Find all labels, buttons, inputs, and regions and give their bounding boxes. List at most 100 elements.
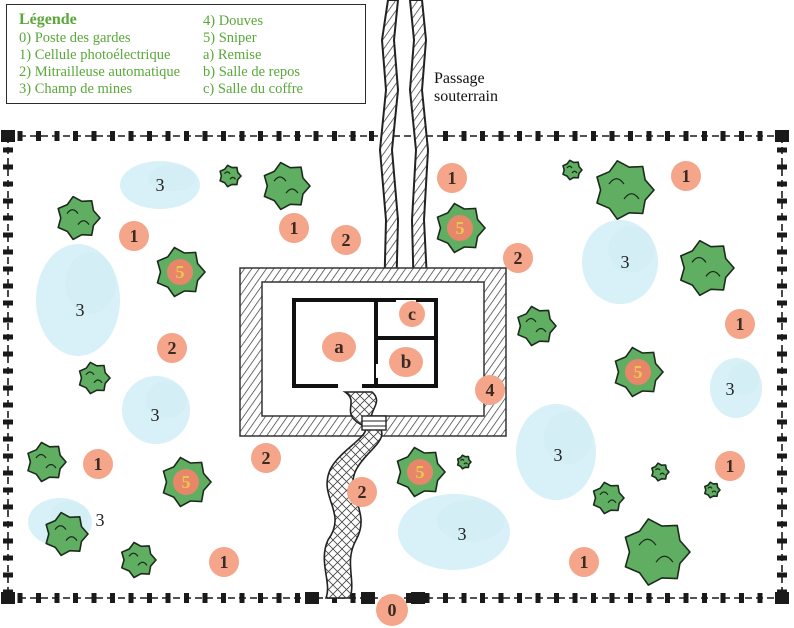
fence-post <box>406 593 411 603</box>
room-label-repos: b <box>401 352 412 373</box>
fence-post <box>73 593 78 603</box>
fence-post <box>91 131 97 141</box>
trees-layer <box>27 159 735 586</box>
moat-marker: 4 <box>475 375 505 405</box>
fence-post <box>443 131 448 141</box>
fence-corner <box>361 592 375 604</box>
legend-item-3: 3) Champ de mines <box>19 81 133 97</box>
svg-text:5: 5 <box>416 462 425 482</box>
fence-post <box>443 593 448 603</box>
tree <box>562 159 583 181</box>
fence-post <box>777 215 787 221</box>
legend-item-5: 5) Sniper <box>203 30 257 46</box>
fence-post <box>424 593 430 603</box>
fence-post <box>498 593 504 603</box>
fence-post <box>3 504 13 510</box>
fence-corner <box>1 130 15 142</box>
fence-post <box>665 131 670 141</box>
fence-post <box>3 419 13 425</box>
fence-post <box>3 538 13 544</box>
fence-post <box>3 470 13 476</box>
fence-post <box>110 131 115 141</box>
fence-post <box>239 593 245 603</box>
fence-post <box>665 593 670 603</box>
svg-text:c: c <box>408 304 416 324</box>
fence-post <box>646 593 652 603</box>
svg-text:1: 1 <box>726 456 735 476</box>
fence-post <box>165 593 171 603</box>
passage-label-line-2: souterrain <box>434 88 498 105</box>
photocell-marker: 1 <box>715 451 745 481</box>
fence-post <box>777 453 787 459</box>
room-label-remise: a <box>334 337 344 358</box>
tree <box>624 518 691 586</box>
svg-text:5: 5 <box>176 262 185 282</box>
fence-post <box>498 131 504 141</box>
svg-text:1: 1 <box>736 314 745 334</box>
minefield-label: 3 <box>726 379 735 399</box>
svg-text:2: 2 <box>168 338 177 358</box>
fence-post <box>777 181 787 187</box>
photocell-marker: 1 <box>437 163 467 193</box>
fence-post <box>591 131 596 141</box>
tree <box>57 195 101 241</box>
fence-post <box>3 215 13 221</box>
svg-text:1: 1 <box>580 552 589 572</box>
fence-post <box>702 131 707 141</box>
fence-post <box>702 593 707 603</box>
fence-post <box>646 131 652 141</box>
photocell-marker: 1 <box>671 161 701 191</box>
svg-text:1: 1 <box>130 226 139 246</box>
fence-post <box>221 593 226 603</box>
fence-post <box>73 131 78 141</box>
fence-post <box>535 593 541 603</box>
minefield-label: 3 <box>621 252 630 272</box>
minefield-label: 3 <box>76 300 85 320</box>
svg-text:2: 2 <box>262 448 271 468</box>
fence-post <box>777 419 787 425</box>
fence-post <box>184 131 189 141</box>
fence-post <box>3 198 13 204</box>
fence-post <box>777 555 787 561</box>
tree <box>596 160 655 220</box>
fence-post <box>777 436 787 442</box>
tree <box>27 441 67 483</box>
passage-label-line-1: Passage <box>434 70 485 87</box>
svg-text:1: 1 <box>682 166 691 186</box>
machine-gun-marker: 2 <box>157 333 187 363</box>
fence-post <box>757 593 763 603</box>
vault-marker: c <box>399 301 425 327</box>
fence-post <box>369 131 374 141</box>
fence-post <box>739 131 744 141</box>
fence-corner <box>1 592 15 604</box>
minefield: 3 <box>122 376 190 444</box>
fence-post <box>628 593 633 603</box>
fence-post <box>276 131 282 141</box>
fence-post <box>3 368 13 374</box>
fence-post <box>777 249 787 255</box>
minefield-label: 3 <box>458 524 467 544</box>
passage-label: Passage souterrain <box>434 70 498 106</box>
svg-text:1: 1 <box>94 454 103 474</box>
fence-post <box>3 453 13 459</box>
minefield-label: 3 <box>156 175 165 195</box>
photocell-marker: 1 <box>83 449 113 479</box>
fence-post <box>3 249 13 255</box>
fence-post <box>54 593 60 603</box>
fence-post <box>276 593 282 603</box>
svg-text:1: 1 <box>220 552 229 572</box>
photocell-marker: 1 <box>119 221 149 251</box>
fence-corner <box>305 592 319 604</box>
fence-post <box>517 593 522 603</box>
minefield: 3 <box>710 358 762 418</box>
fence-post <box>258 131 263 141</box>
svg-text:5: 5 <box>456 218 465 238</box>
fence-post <box>535 131 541 141</box>
fence-post <box>128 593 134 603</box>
fence-post <box>720 131 726 141</box>
fence-post <box>295 131 300 141</box>
tree <box>45 511 89 557</box>
guard-post-marker: 0 <box>376 594 408 626</box>
fence-post <box>757 131 763 141</box>
fence-post <box>777 300 787 306</box>
